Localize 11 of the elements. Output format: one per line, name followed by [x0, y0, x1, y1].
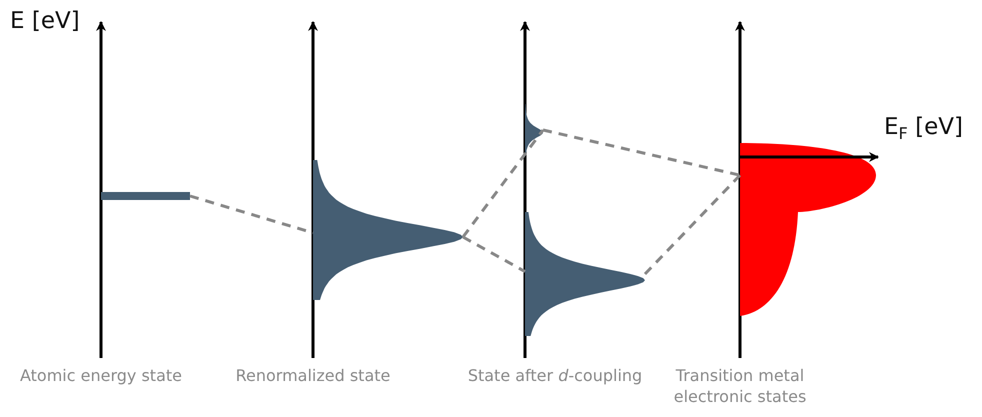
caption: Atomic energy state: [18, 366, 183, 387]
caption: Renormalized state: [234, 366, 392, 387]
dashed-connector: [644, 174, 742, 276]
axis-label: E [eV]: [10, 10, 80, 33]
caption: State after d-coupling: [466, 366, 644, 387]
axis-label: E$_{F}$ [eV]: [884, 116, 963, 142]
dashed-connector: [190, 194, 314, 234]
caption: Transition metal electronic states: [672, 366, 808, 408]
dashed-connector: [542, 128, 740, 177]
dashed-connector: [462, 236, 526, 273]
dashed-connector: [462, 129, 544, 238]
